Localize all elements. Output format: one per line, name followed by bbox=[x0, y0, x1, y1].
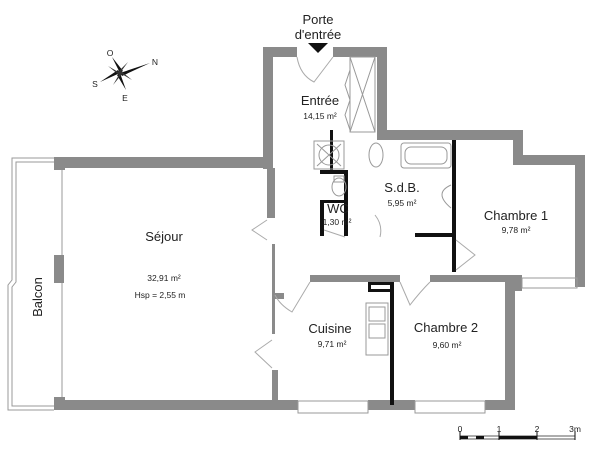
compass-south: S bbox=[92, 79, 98, 89]
compass-east: E bbox=[122, 93, 128, 103]
room-sdb-area: 5,95 m² bbox=[388, 198, 417, 208]
entrance-label-line2: d'entrée bbox=[295, 27, 342, 42]
doors bbox=[251, 56, 476, 369]
exterior-walls bbox=[54, 47, 585, 410]
balcony-inner-outline bbox=[11, 161, 54, 407]
compass-north: N bbox=[152, 57, 158, 67]
entrance-label-line1: Porte bbox=[302, 12, 333, 27]
room-entree-name: Entrée bbox=[301, 93, 339, 108]
room-wc-area: 1,30 m² bbox=[323, 217, 352, 227]
room-sejour-height: Hsp = 2,55 m bbox=[135, 290, 186, 300]
entrance-arrow-icon bbox=[308, 43, 328, 53]
room-chambre1-area: 9,78 m² bbox=[502, 225, 531, 235]
windows bbox=[61, 170, 578, 414]
scale-tick-3: 3m bbox=[569, 424, 581, 434]
scale-tick-2: 2 bbox=[535, 424, 540, 434]
room-balcon-name: Balcon bbox=[30, 277, 45, 317]
scale-tick-1: 1 bbox=[497, 424, 502, 434]
balcony-outline bbox=[7, 157, 54, 411]
room-entree-area: 14,15 m² bbox=[303, 111, 337, 121]
fixtures bbox=[313, 56, 452, 356]
room-cuisine-name: Cuisine bbox=[308, 321, 351, 336]
scale-bar bbox=[459, 431, 576, 440]
compass-rose-icon bbox=[100, 57, 150, 90]
room-cuisine-area: 9,71 m² bbox=[318, 339, 347, 349]
room-sejour-name: Séjour bbox=[145, 229, 183, 244]
scale-tick-0: 0 bbox=[458, 424, 463, 434]
room-chambre2-name: Chambre 2 bbox=[414, 320, 478, 335]
compass-west: O bbox=[107, 48, 114, 58]
room-chambre1-name: Chambre 1 bbox=[484, 208, 548, 223]
room-chambre2-area: 9,60 m² bbox=[433, 340, 462, 350]
interior-partitions bbox=[320, 130, 456, 405]
room-sdb-name: S.d.B. bbox=[384, 180, 419, 195]
room-wc-name: WC bbox=[327, 201, 349, 216]
room-sejour-area: 32,91 m² bbox=[147, 273, 181, 283]
